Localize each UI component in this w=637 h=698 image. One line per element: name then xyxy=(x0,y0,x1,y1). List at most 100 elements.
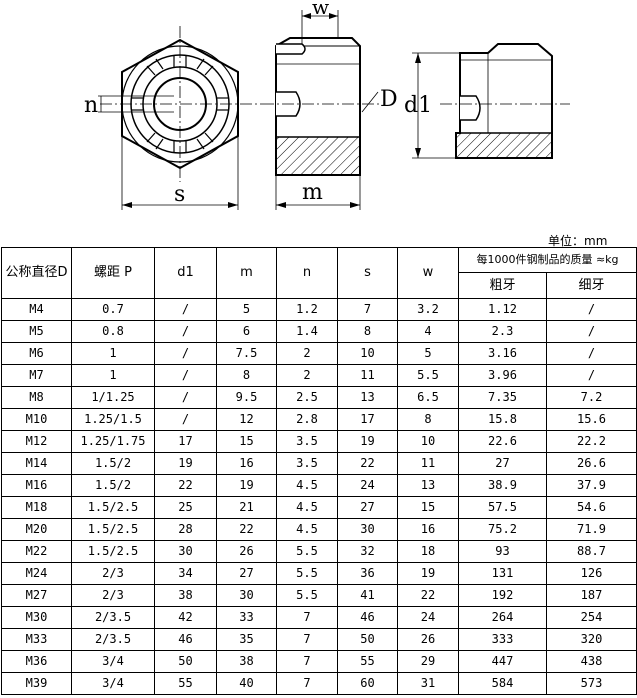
cell-m: 27 xyxy=(216,562,277,585)
cell-s: 10 xyxy=(337,342,398,365)
cell-mass-coarse: 1.12 xyxy=(458,298,547,321)
header-mass: 每1000件钢制品的质量 ≈kg xyxy=(458,247,637,273)
spec-table: 公称直径D 螺距 P d1 m n s w 每1000件钢制品的质量 ≈kg 粗… xyxy=(1,247,637,695)
cell-n: 2 xyxy=(276,342,338,365)
cell-d1: 25 xyxy=(154,496,217,519)
cell-w: 3.2 xyxy=(397,298,459,321)
cell-m: 9.5 xyxy=(216,386,277,409)
cell-pitch: 1.5/2 xyxy=(71,452,155,475)
cell-m: 19 xyxy=(216,474,277,497)
cell-s: 11 xyxy=(337,364,398,387)
cell-m: 30 xyxy=(216,584,277,607)
cell-pitch: 0.8 xyxy=(71,320,155,343)
cell-mass-fine: / xyxy=(546,342,637,365)
cell-pitch: 2/3.5 xyxy=(71,628,155,651)
cell-n: 4.5 xyxy=(276,474,338,497)
header-nominal-diameter: 公称直径D xyxy=(1,247,72,299)
cell-mass-coarse: 192 xyxy=(458,584,547,607)
cell-n: 7 xyxy=(276,628,338,651)
cell-nominal-diameter: M18 xyxy=(1,496,72,519)
cell-m: 35 xyxy=(216,628,277,651)
cell-d1: / xyxy=(154,298,217,321)
cell-n: 1.4 xyxy=(276,320,338,343)
cell-mass-fine: 22.2 xyxy=(546,430,637,453)
cell-pitch: 2/3 xyxy=(71,584,155,607)
cell-w: 4 xyxy=(397,320,459,343)
cell-nominal-diameter: M20 xyxy=(1,518,72,541)
cell-nominal-diameter: M6 xyxy=(1,342,72,365)
cell-pitch: 3/4 xyxy=(71,650,155,673)
cell-mass-coarse: 38.9 xyxy=(458,474,547,497)
header-d1: d1 xyxy=(154,247,217,299)
cell-pitch: 1.25/1.75 xyxy=(71,430,155,453)
cell-d1: / xyxy=(154,386,217,409)
cell-mass-fine: / xyxy=(546,320,637,343)
cell-d1: / xyxy=(154,342,217,365)
cell-pitch: 1.5/2.5 xyxy=(71,540,155,563)
cell-d1: 28 xyxy=(154,518,217,541)
section-hatch xyxy=(276,137,360,175)
cell-mass-coarse: 447 xyxy=(458,650,547,673)
cell-s: 8 xyxy=(337,320,398,343)
header-m: m xyxy=(216,247,277,299)
cell-nominal-diameter: M10 xyxy=(1,408,72,431)
cell-pitch: 1.25/1.5 xyxy=(71,408,155,431)
cell-d1: 34 xyxy=(154,562,217,585)
cell-s: 46 xyxy=(337,606,398,629)
cell-mass-fine: 26.6 xyxy=(546,452,637,475)
cell-d1: 19 xyxy=(154,452,217,475)
cell-d1: 55 xyxy=(154,672,217,695)
cell-n: 5.5 xyxy=(276,540,338,563)
cell-s: 22 xyxy=(337,452,398,475)
right-view xyxy=(412,43,570,159)
cell-d1: 22 xyxy=(154,474,217,497)
cell-n: 3.5 xyxy=(276,452,338,475)
header-pitch: 螺距 P xyxy=(71,247,155,299)
cell-s: 32 xyxy=(337,540,398,563)
cell-m: 8 xyxy=(216,364,277,387)
cell-mass-fine: 54.6 xyxy=(546,496,637,519)
right-outline xyxy=(455,43,553,159)
cell-s: 13 xyxy=(337,386,398,409)
cell-mass-coarse: 75.2 xyxy=(458,518,547,541)
cell-n: 4.5 xyxy=(276,518,338,541)
cell-mass-fine: 320 xyxy=(546,628,637,651)
cell-n: 2.5 xyxy=(276,386,338,409)
cell-n: 5.5 xyxy=(276,584,338,607)
cell-mass-coarse: 3.96 xyxy=(458,364,547,387)
cell-pitch: 3/4 xyxy=(71,672,155,695)
unit-note: 单位：mm xyxy=(548,234,608,248)
cell-mass-fine: 573 xyxy=(546,672,637,695)
cell-mass-coarse: 15.8 xyxy=(458,408,547,431)
cell-w: 10 xyxy=(397,430,459,453)
cell-w: 6.5 xyxy=(397,386,459,409)
cell-s: 17 xyxy=(337,408,398,431)
cell-m: 22 xyxy=(216,518,277,541)
cell-pitch: 2/3 xyxy=(71,562,155,585)
cell-s: 7 xyxy=(337,298,398,321)
cell-mass-fine: 15.6 xyxy=(546,408,637,431)
cell-m: 40 xyxy=(216,672,277,695)
cell-m: 16 xyxy=(216,452,277,475)
cell-d1: / xyxy=(154,408,217,431)
cell-mass-coarse: 264 xyxy=(458,606,547,629)
cell-w: 22 xyxy=(397,584,459,607)
header-n: n xyxy=(276,247,338,299)
cell-w: 15 xyxy=(397,496,459,519)
right-section-hatch xyxy=(456,133,552,158)
cell-nominal-diameter: M7 xyxy=(1,364,72,387)
cell-mass-fine: 71.9 xyxy=(546,518,637,541)
